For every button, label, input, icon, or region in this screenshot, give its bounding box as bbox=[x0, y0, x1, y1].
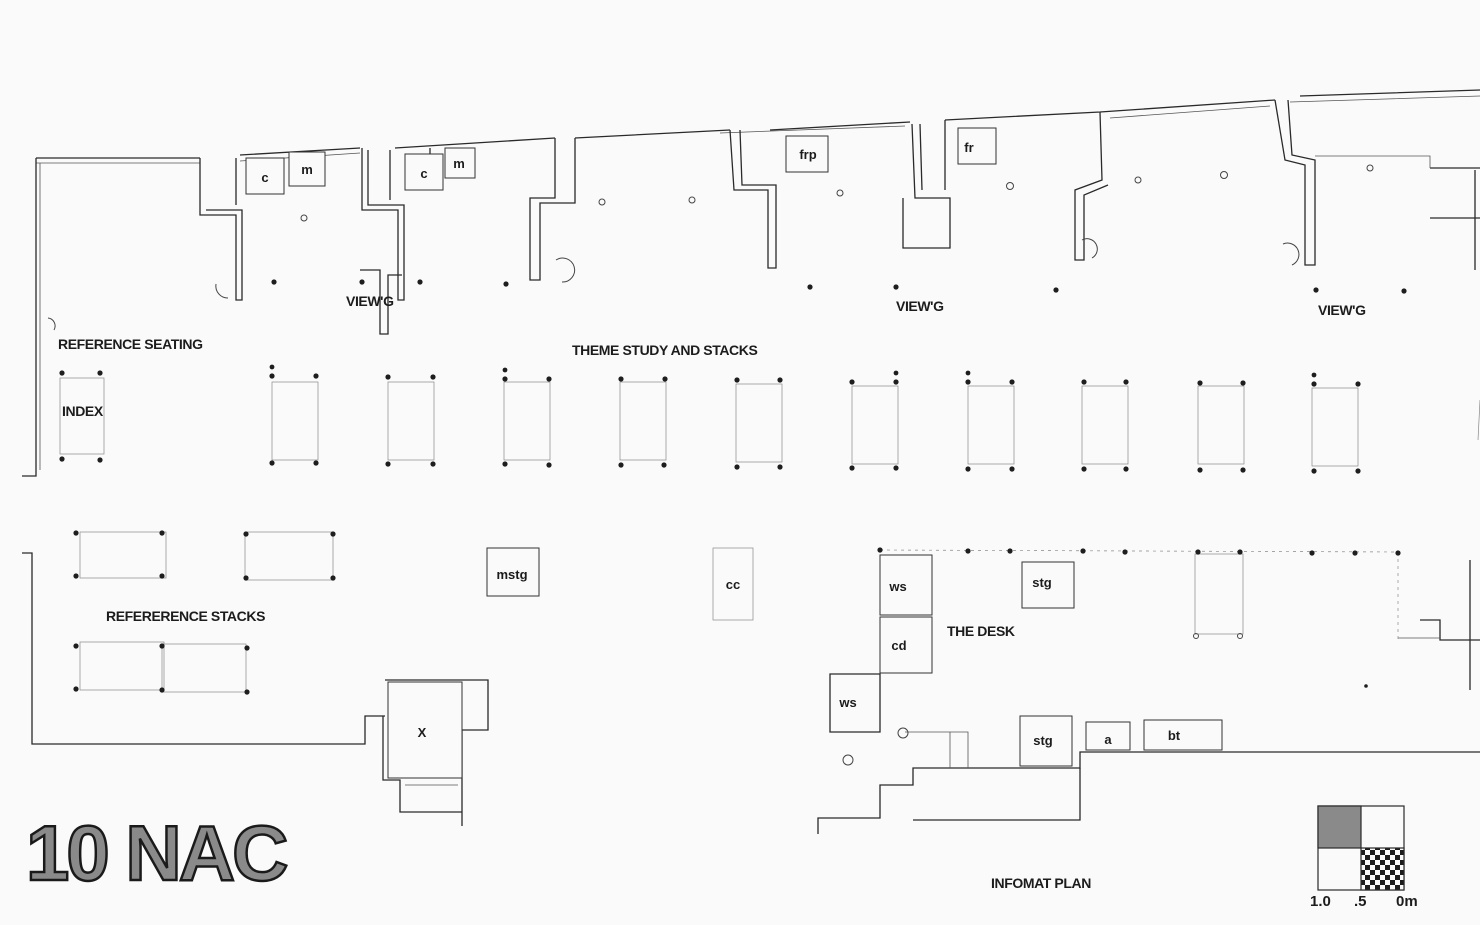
room-label-frp: frp bbox=[799, 147, 816, 162]
room-label-x: X bbox=[418, 725, 427, 740]
plan-number: 10 NAC bbox=[26, 809, 287, 897]
zone-label-viewing-1: VIEW'G bbox=[346, 293, 394, 309]
room-box-bt bbox=[1143, 719, 1223, 751]
reference-stacks-units bbox=[73, 530, 336, 695]
room-box-mstg bbox=[486, 547, 540, 597]
scale-label-0: 0m bbox=[1396, 893, 1418, 910]
room-label-cc: cc bbox=[726, 577, 740, 592]
room-box-a bbox=[1085, 721, 1131, 751]
room-label-cd: cd bbox=[891, 638, 906, 653]
plan-title: INFOMAT PLAN bbox=[991, 875, 1091, 891]
room-label-ws1: ws bbox=[888, 579, 906, 594]
view-columns bbox=[271, 279, 1407, 294]
scale-solid bbox=[1317, 805, 1362, 849]
room-box-cc bbox=[712, 547, 754, 621]
room-label-a: a bbox=[1104, 732, 1112, 747]
theme-study-columns bbox=[59, 364, 1361, 474]
theme-study-bays bbox=[59, 377, 1480, 467]
central-units bbox=[486, 547, 754, 621]
room-tags: c m c m frp fr mstg cc ws stg cd ws X st… bbox=[261, 140, 1180, 748]
room-label-m2: m bbox=[453, 156, 465, 171]
room-label-m1: m bbox=[301, 162, 313, 177]
zone-label-viewing-3: VIEW'G bbox=[1318, 302, 1366, 318]
room-box-cd bbox=[879, 616, 933, 674]
service-rooms bbox=[245, 127, 997, 195]
room-box-m2 bbox=[444, 147, 476, 179]
room-box-c2 bbox=[404, 153, 444, 191]
room-label-c2: c bbox=[420, 166, 427, 181]
room-label-bt: bt bbox=[1168, 728, 1181, 743]
room-box-stg2 bbox=[1019, 715, 1073, 767]
room-label-stg1: stg bbox=[1032, 575, 1052, 590]
door-swings bbox=[47, 164, 1374, 766]
room-label-fr: fr bbox=[964, 140, 973, 155]
zone-label-index: INDEX bbox=[62, 403, 104, 419]
room-box-m1 bbox=[288, 151, 326, 187]
north-piers bbox=[199, 99, 1431, 335]
zone-labels: REFERENCE SEATING INDEX THEME STUDY AND … bbox=[58, 293, 1367, 639]
room-box-stg1 bbox=[1021, 561, 1075, 609]
zone-label-theme-study: THEME STUDY AND STACKS bbox=[572, 342, 757, 358]
zone-label-viewing-2: VIEW'G bbox=[896, 298, 944, 314]
room-label-mstg: mstg bbox=[496, 567, 527, 582]
outer-walls bbox=[22, 89, 1480, 834]
scale-checker bbox=[1360, 847, 1405, 891]
scale-label-1: 1.0 bbox=[1310, 893, 1331, 910]
room-box-frp bbox=[785, 135, 829, 173]
room-label-ws2: ws bbox=[838, 695, 856, 710]
zone-label-reference-seating: REFERENCE SEATING bbox=[58, 336, 203, 352]
scale-bar: 1.0 .5 0m bbox=[1310, 805, 1418, 910]
room-label-c1: c bbox=[261, 170, 268, 185]
room-box-ws1 bbox=[879, 554, 933, 616]
zone-label-reference-stacks: REFERERENCE STACKS bbox=[106, 608, 265, 624]
room-box-fr bbox=[957, 127, 997, 165]
desk-area bbox=[387, 547, 1401, 779]
room-box-c1 bbox=[245, 157, 285, 195]
room-label-stg2: stg bbox=[1033, 733, 1053, 748]
zone-label-the-desk: THE DESK bbox=[947, 623, 1015, 639]
room-box-x bbox=[387, 681, 463, 779]
scale-label-half: .5 bbox=[1354, 893, 1367, 910]
